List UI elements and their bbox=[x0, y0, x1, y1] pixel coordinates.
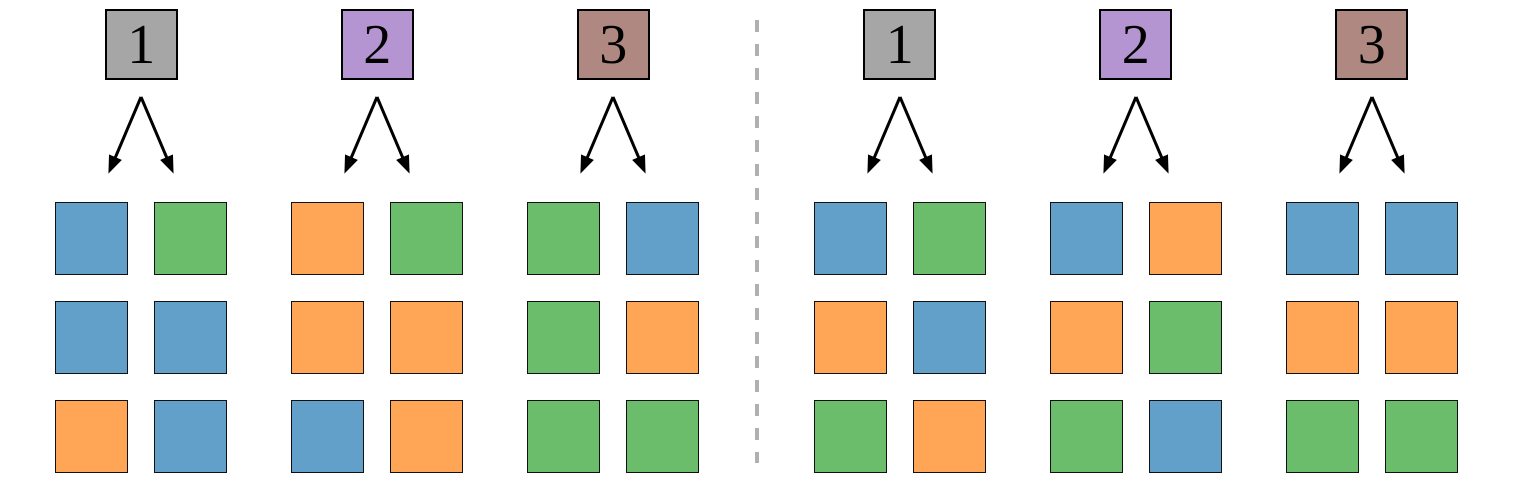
panel-left: 1 2 3 bbox=[0, 0, 755, 479]
group-label-box: 2 bbox=[1099, 9, 1173, 80]
cell-green bbox=[912, 202, 986, 275]
left-group-3: 3 bbox=[527, 9, 700, 473]
cell-green bbox=[1148, 301, 1222, 374]
cell-blue bbox=[154, 400, 228, 473]
branch-arrows-icon bbox=[1339, 96, 1405, 174]
cell-orange bbox=[1384, 301, 1458, 374]
cell-orange bbox=[1049, 301, 1123, 374]
cell-green bbox=[1384, 400, 1458, 473]
cell-blue bbox=[1049, 202, 1123, 275]
group-label-box: 2 bbox=[340, 9, 414, 80]
cell-green bbox=[1049, 400, 1123, 473]
card-grid bbox=[291, 202, 464, 473]
cell-orange bbox=[626, 301, 700, 374]
cell-blue bbox=[55, 301, 129, 374]
right-group-2: 2 bbox=[1049, 9, 1222, 473]
group-label: 3 bbox=[1357, 13, 1386, 76]
group-label: 1 bbox=[885, 13, 914, 76]
cell-blue bbox=[291, 400, 365, 473]
divider-dashed-line bbox=[754, 20, 759, 463]
cell-blue bbox=[626, 202, 700, 275]
cell-orange bbox=[1148, 202, 1222, 275]
left-group-2: 2 bbox=[291, 9, 464, 473]
cell-green bbox=[1285, 400, 1359, 473]
group-label: 1 bbox=[127, 13, 156, 76]
panel-right: 1 2 3 bbox=[759, 0, 1513, 479]
card-grid bbox=[55, 202, 228, 473]
right-group-1: 1 bbox=[813, 9, 986, 473]
cell-green bbox=[527, 400, 601, 473]
cell-orange bbox=[291, 202, 365, 275]
cell-orange bbox=[912, 400, 986, 473]
cell-green bbox=[626, 400, 700, 473]
branch-arrows-icon bbox=[108, 96, 174, 174]
cell-green bbox=[390, 202, 464, 275]
cell-blue bbox=[813, 202, 887, 275]
branch-arrows-icon bbox=[1103, 96, 1169, 174]
cell-green bbox=[813, 400, 887, 473]
cell-orange bbox=[813, 301, 887, 374]
group-label-box: 1 bbox=[104, 9, 178, 80]
card-grid bbox=[813, 202, 986, 473]
cell-blue bbox=[1148, 400, 1222, 473]
cell-green bbox=[527, 301, 601, 374]
branch-arrows-icon bbox=[344, 96, 410, 174]
cell-blue bbox=[1285, 202, 1359, 275]
card-grid bbox=[1049, 202, 1222, 473]
group-label: 2 bbox=[1121, 13, 1150, 76]
card-grid bbox=[1285, 202, 1458, 473]
cell-blue bbox=[1384, 202, 1458, 275]
group-label: 3 bbox=[599, 13, 628, 76]
cell-blue bbox=[55, 202, 129, 275]
group-label-box: 1 bbox=[863, 9, 937, 80]
cell-orange bbox=[390, 301, 464, 374]
cell-orange bbox=[55, 400, 129, 473]
cell-blue bbox=[154, 301, 228, 374]
left-group-1: 1 bbox=[55, 9, 228, 473]
cell-blue bbox=[912, 301, 986, 374]
branch-arrows-icon bbox=[580, 96, 646, 174]
right-group-3: 3 bbox=[1285, 9, 1458, 473]
branch-arrows-icon bbox=[867, 96, 933, 174]
cell-green bbox=[154, 202, 228, 275]
card-grid bbox=[527, 202, 700, 473]
cell-orange bbox=[1285, 301, 1359, 374]
cell-orange bbox=[390, 400, 464, 473]
group-label: 2 bbox=[363, 13, 392, 76]
group-label-box: 3 bbox=[1335, 9, 1409, 80]
cell-orange bbox=[291, 301, 365, 374]
cell-green bbox=[527, 202, 601, 275]
group-label-box: 3 bbox=[576, 9, 650, 80]
